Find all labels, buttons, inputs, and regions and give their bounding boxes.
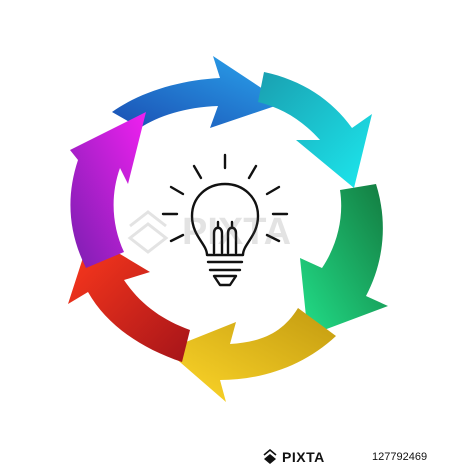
pixta-logo-icon: [263, 449, 277, 464]
arrow-purple: [70, 112, 146, 268]
arrow-yellow: [166, 308, 336, 402]
stock-footer: [0, 442, 450, 469]
arrow-green: [300, 184, 388, 336]
pixta-brand-label: PIXTA: [282, 449, 325, 465]
arrow-blue: [112, 56, 284, 128]
arrow-cyan: [258, 72, 372, 188]
lightbulb-icon: [161, 153, 289, 287]
arrow-red: [68, 236, 190, 362]
stock-image-id: 127792469: [372, 451, 428, 463]
